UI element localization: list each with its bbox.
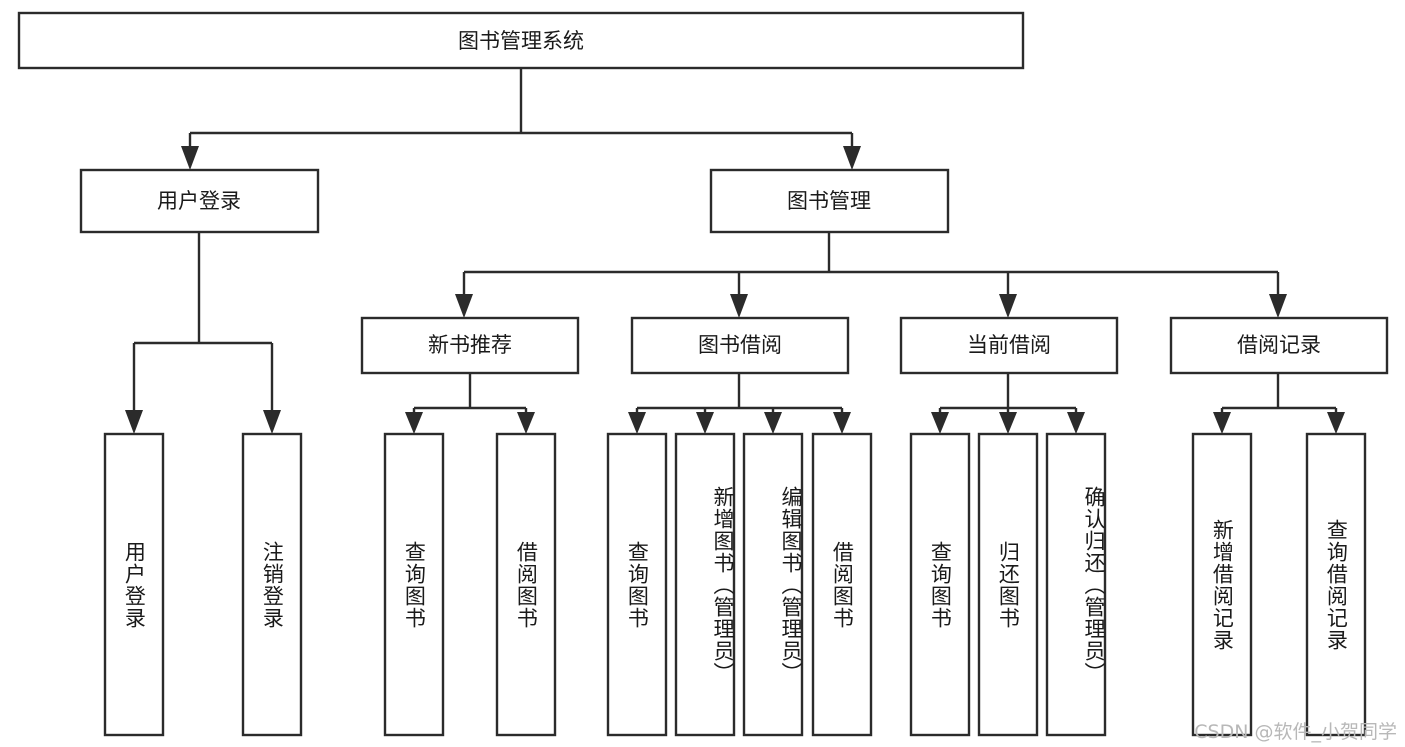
leaf-box-confirm-return[interactable] xyxy=(1045,432,1107,737)
leaf-box-edit-book-admin[interactable] xyxy=(742,432,804,737)
leaf-box-add-borrow-record[interactable] xyxy=(1191,432,1253,737)
connector-group-current-borrow xyxy=(931,373,1085,434)
node-book-borrow[interactable]: 图书借阅 xyxy=(630,316,850,375)
connector-group-book-mgmt xyxy=(455,232,1287,318)
leaf-box-borrow-book-1[interactable] xyxy=(495,432,557,737)
leaf-box-logout[interactable] xyxy=(241,432,303,737)
node-new-book-recommend-label: 新书推荐 xyxy=(428,333,512,357)
leaf-box-borrow-book-2[interactable] xyxy=(811,432,873,737)
node-user-login-label: 用户登录 xyxy=(157,189,241,213)
node-user-login[interactable]: 用户登录 xyxy=(79,168,320,234)
csdn-watermark: CSDN @软件_小贺同学 xyxy=(1194,721,1397,743)
node-borrow-records-label: 借阅记录 xyxy=(1237,333,1321,357)
leaf-box-user-login[interactable] xyxy=(103,432,165,737)
connector-group-borrow-records xyxy=(1213,373,1345,434)
node-root-system-label: 图书管理系统 xyxy=(458,29,584,53)
connector-group-root xyxy=(181,68,861,170)
leaf-box-query-borrow-record[interactable] xyxy=(1305,432,1367,737)
leaf-box-return-book[interactable] xyxy=(977,432,1039,737)
leaf-box-add-book-admin[interactable] xyxy=(674,432,736,737)
connector-group-user-login xyxy=(125,232,281,434)
leaf-box-query-book-1[interactable] xyxy=(383,432,445,737)
node-book-management-label: 图书管理 xyxy=(787,189,871,213)
connector-group-new-book-recommend xyxy=(405,373,535,434)
connector-group-book-borrow xyxy=(628,373,851,434)
node-current-borrow-label: 当前借阅 xyxy=(967,333,1051,357)
leaf-box-query-book-3[interactable] xyxy=(909,432,971,737)
node-book-borrow-label: 图书借阅 xyxy=(698,333,782,357)
node-root-system[interactable]: 图书管理系统 xyxy=(17,11,1025,70)
leaf-box-query-book-2[interactable] xyxy=(606,432,668,737)
node-borrow-records[interactable]: 借阅记录 xyxy=(1169,316,1389,375)
node-book-management[interactable]: 图书管理 xyxy=(709,168,950,234)
node-new-book-recommend[interactable]: 新书推荐 xyxy=(360,316,580,375)
node-current-borrow[interactable]: 当前借阅 xyxy=(899,316,1119,375)
